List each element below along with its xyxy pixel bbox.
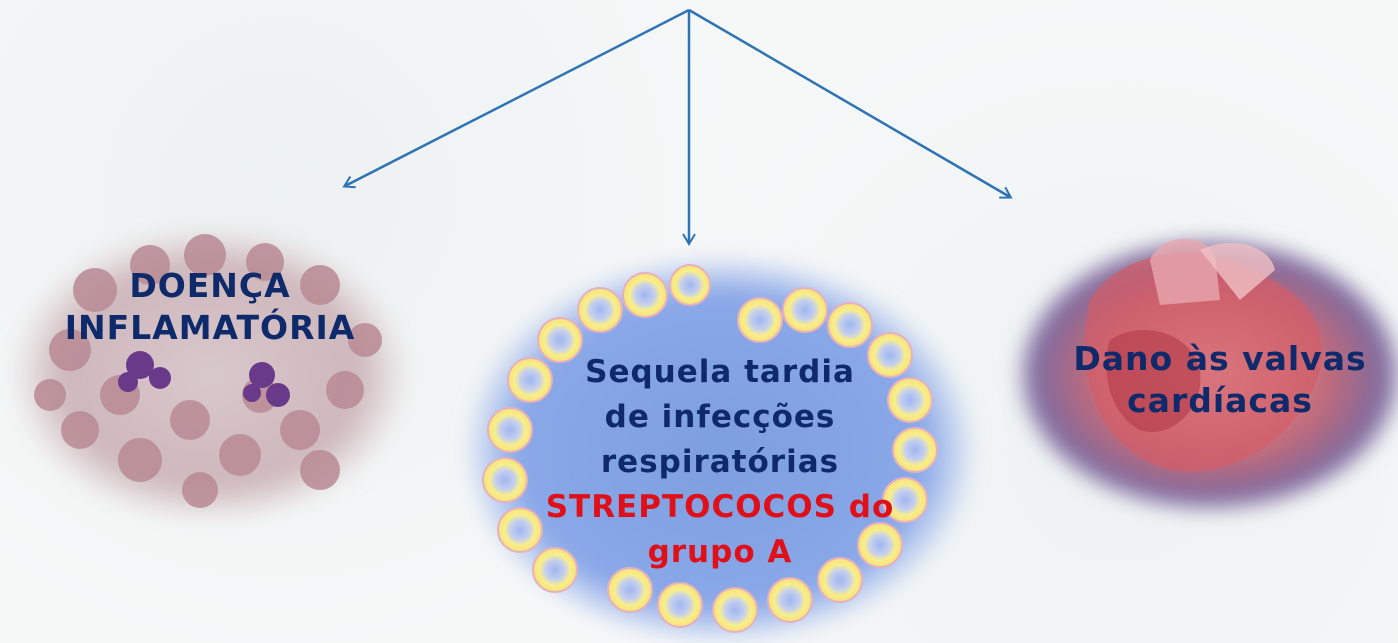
label-line: cardíacas <box>1127 381 1313 420</box>
arrow-to-right <box>688 8 1013 199</box>
label-line: respiratórias <box>600 444 840 480</box>
streptococcus-image <box>470 260 970 640</box>
label-line-accent: STREPTOCOCOS do <box>515 485 925 530</box>
node-label-doenca-inflamatoria: DOENÇA INFLAMATÓRIA <box>40 265 380 349</box>
label-line: DOENÇA <box>129 266 291 305</box>
arrow-to-left <box>342 8 690 189</box>
arrows <box>342 8 1013 246</box>
label-accent-rest: do <box>837 489 895 525</box>
label-accent-word: STREPTOCOCOS <box>545 489 837 525</box>
label-line: INFLAMATÓRIA <box>64 308 356 347</box>
label-line: Dano às valvas <box>1073 339 1367 378</box>
label-line: Sequela tardia <box>585 354 855 390</box>
node-label-dano-valvas: Dano às valvas cardíacas <box>1055 338 1385 422</box>
node-label-sequela-tardia: Sequela tardia de infecções respiratória… <box>515 350 925 575</box>
blood-smear-image <box>15 230 405 520</box>
heart-image <box>1020 238 1398 510</box>
label-line: de infecções <box>604 399 836 435</box>
label-line-accent: grupo A <box>647 534 793 570</box>
